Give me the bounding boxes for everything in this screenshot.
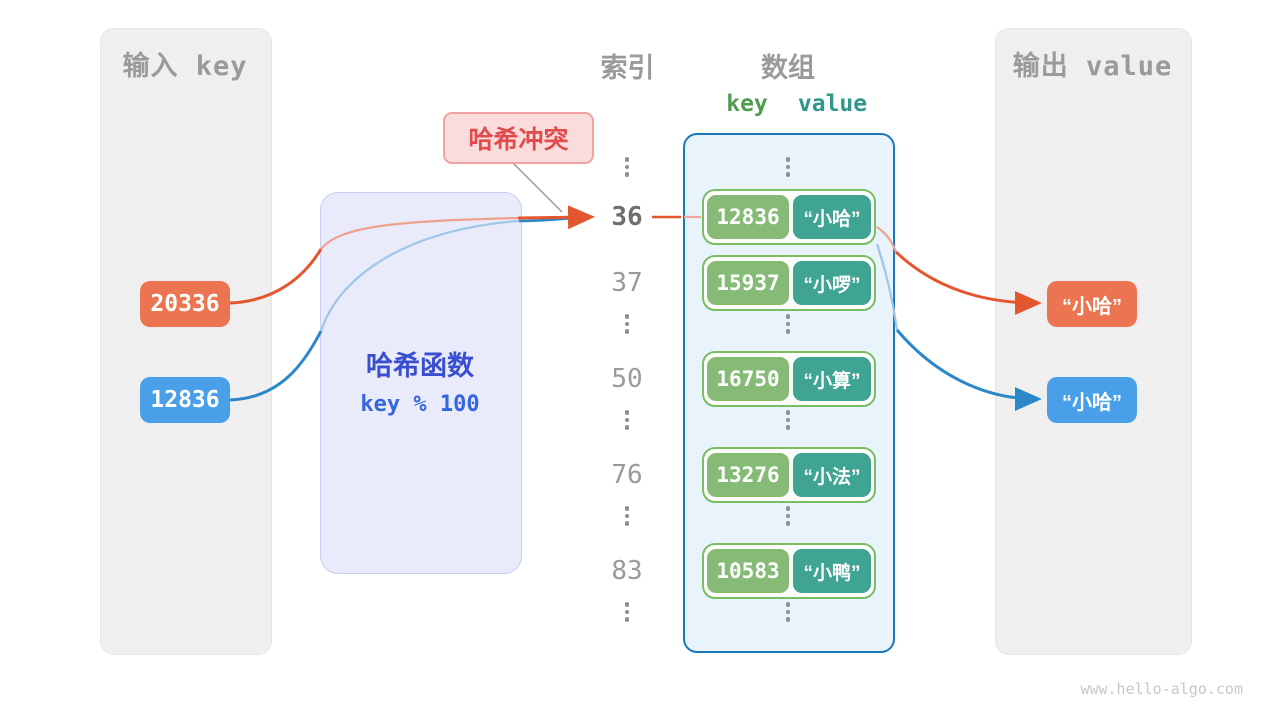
index-value-37: 37 [611, 268, 643, 298]
input-panel [100, 28, 272, 655]
pair-value: “小法” [793, 453, 871, 497]
array-pair-row: 12836 “小哈” [702, 189, 876, 245]
array-pair-row: 10583 “小鸭” [702, 543, 876, 599]
pair-key: 13276 [707, 453, 789, 497]
ellipsis-icon [758, 506, 818, 526]
index-column-title: 索引 [600, 53, 655, 83]
index-value-83: 83 [611, 556, 643, 586]
output-panel-title: 输出 value [1012, 51, 1173, 82]
pair-key: 10583 [707, 549, 789, 593]
pair-value: “小鸭” [793, 549, 871, 593]
pair-value: “小哈” [793, 195, 871, 239]
pair-key: 15937 [707, 261, 789, 305]
ellipsis-icon [758, 410, 818, 430]
hash-function-box [320, 192, 522, 574]
array-pair-row: 13276 “小法” [702, 447, 876, 503]
hash-function-title: 哈希函数 [366, 351, 474, 381]
index-value-36: 36 [611, 202, 643, 232]
output-value-blue: “小哈” [1047, 377, 1137, 423]
pair-value: “小算” [793, 357, 871, 401]
pair-value: “小啰” [793, 261, 871, 305]
pair-key: 16750 [707, 357, 789, 401]
pair-key: 12836 [707, 195, 789, 239]
ellipsis-icon [758, 157, 818, 177]
site-watermark: www.hello-algo.com [1080, 680, 1243, 698]
ellipsis-icon [597, 602, 657, 622]
ellipsis-icon [758, 602, 818, 622]
input-panel-title: 输入 key [122, 51, 248, 82]
array-column-title: 数组 [761, 53, 815, 83]
ellipsis-icon [758, 314, 818, 334]
index-value-50: 50 [611, 364, 643, 394]
output-panel [995, 28, 1192, 655]
hash-function-formula: key % 100 [360, 392, 480, 417]
array-key-header: key [726, 91, 768, 117]
ellipsis-icon [597, 157, 657, 177]
array-pair-row: 15937 “小啰” [702, 255, 876, 311]
input-key-20336: 20336 [140, 281, 230, 327]
ellipsis-icon [597, 410, 657, 430]
array-pair-row: 16750 “小算” [702, 351, 876, 407]
output-value-orange: “小哈” [1047, 281, 1137, 327]
ellipsis-icon [597, 506, 657, 526]
hash-collision-label: 哈希冲突 [443, 112, 594, 164]
input-key-12836: 12836 [140, 377, 230, 423]
ellipsis-icon [597, 314, 657, 334]
array-value-header: value [797, 91, 868, 117]
index-value-76: 76 [611, 460, 643, 490]
